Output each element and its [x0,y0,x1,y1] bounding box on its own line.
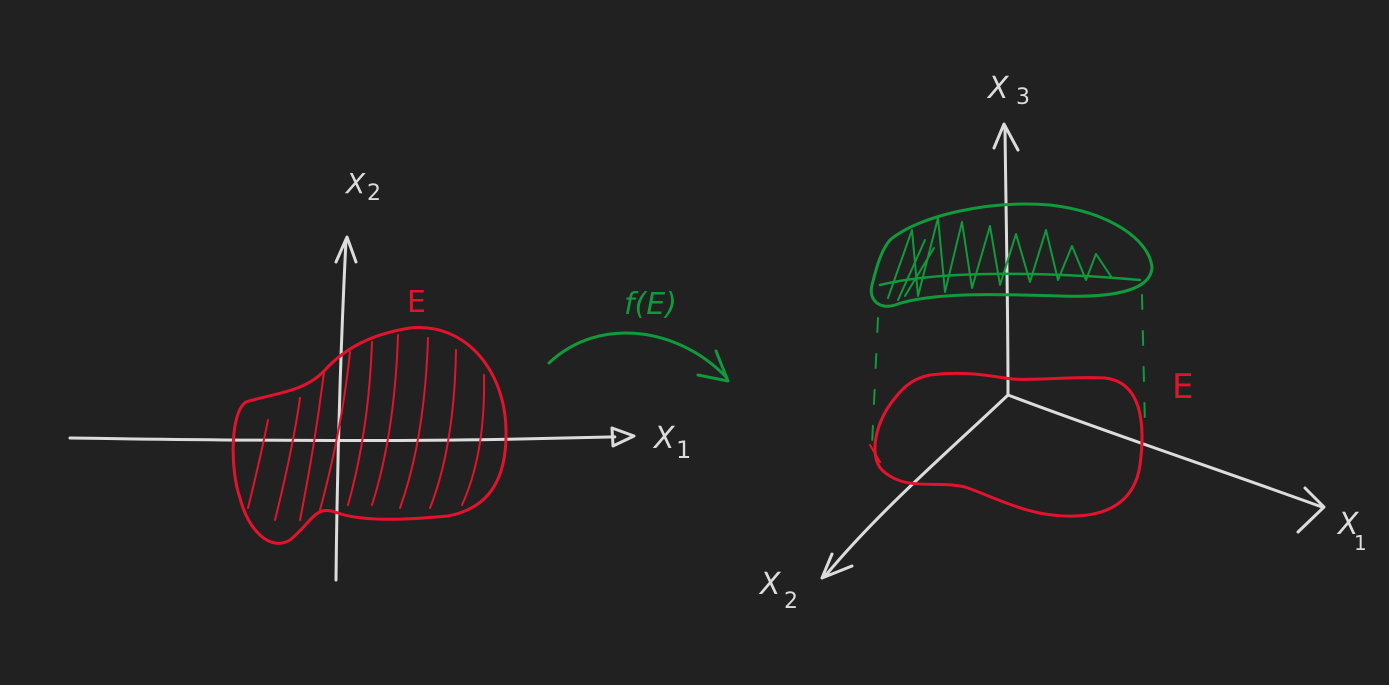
left-x2-axis [334,238,348,582]
right-x3-label: X [986,71,1010,106]
right-image-surface-rim [878,272,1142,287]
mapping-arrow: f(E) [547,287,730,383]
right-projection-left [871,317,879,446]
right-region-e-label: E [1172,367,1193,407]
mapping-arrow-curve [547,331,729,380]
mapping-arrow-head [696,349,730,383]
left-x1-label: X [652,421,676,456]
right-projection-right [1141,294,1146,429]
right-image-surface-outline [869,202,1154,308]
right-region-e-tick [869,444,881,463]
mapping-label: f(E) [624,287,677,322]
right-x3-sub: 3 [1016,85,1030,110]
right-region-e-outline [873,371,1144,518]
left-x1-sub: 1 [676,436,691,464]
right-image-surface-hatching [887,217,1113,301]
right-x1-label: X [1336,507,1360,542]
left-x2-arrowhead [334,235,358,264]
right-x1-arrowhead [1296,486,1326,534]
right-x1-axis [1006,393,1324,509]
left-region-hatching [247,334,486,521]
left-x1-arrowhead [610,426,636,448]
right-plot: X 3 X 1 X 2 E [758,71,1367,614]
left-region-e-outline [231,326,508,545]
right-x3-arrowhead [992,122,1020,152]
right-x2-arrowhead [820,552,854,580]
right-x1-sub: 1 [1354,531,1367,555]
left-x2-label: X [344,167,366,200]
left-x2-sub: 2 [367,181,381,206]
left-plot: X 1 X 2 E [68,167,691,582]
right-x2-label: X [758,567,782,602]
left-x1-axis [68,435,617,443]
right-x2-sub: 2 [784,589,798,614]
right-x2-axis [824,393,1010,577]
left-region-e-label: E [407,285,426,320]
